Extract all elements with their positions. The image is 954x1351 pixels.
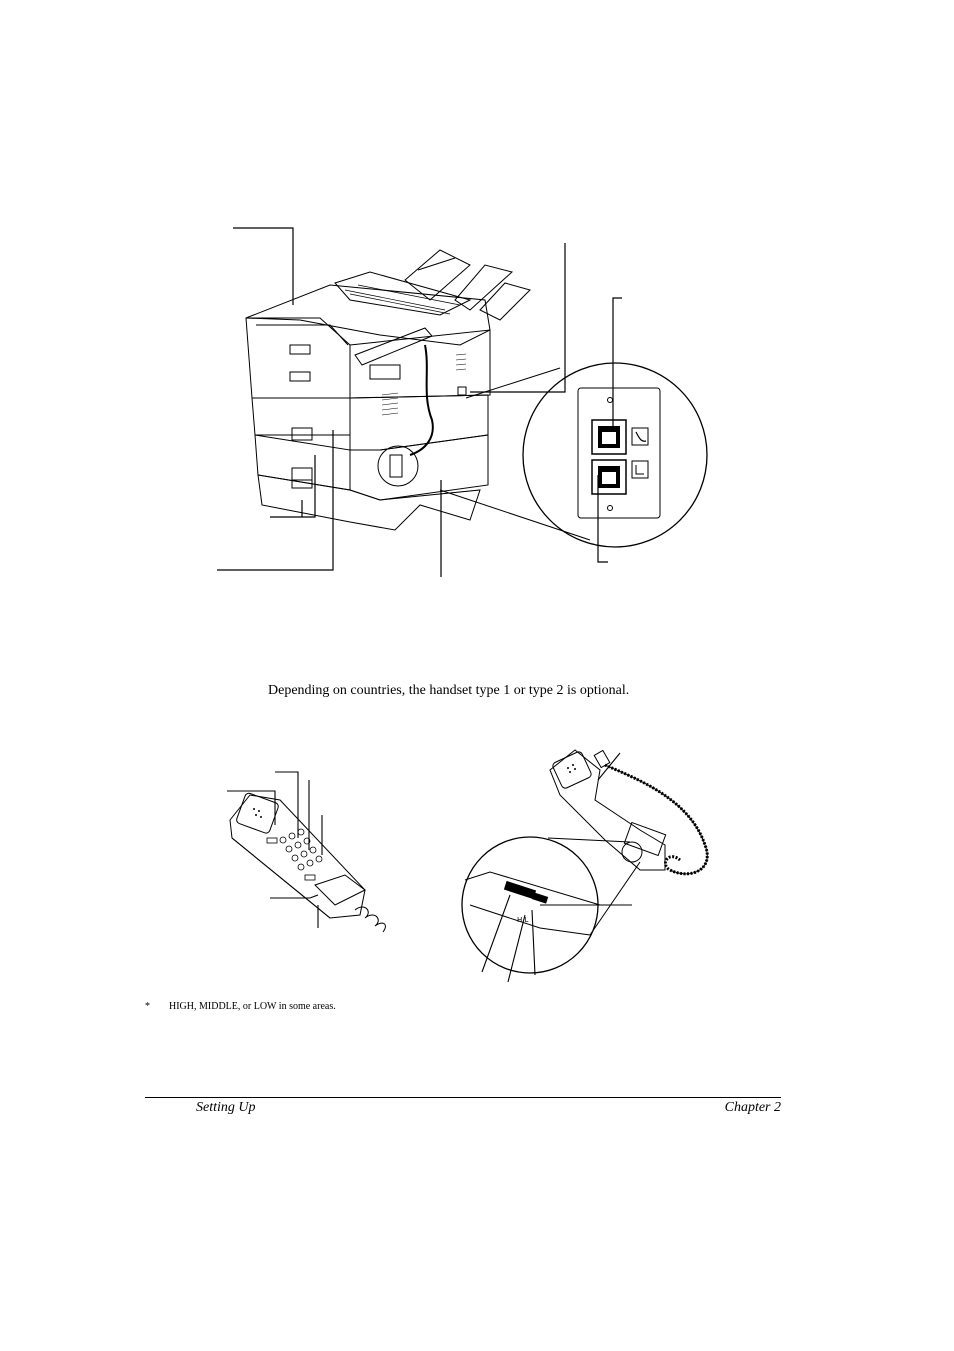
handset-icon [229,792,386,933]
output-tray [404,249,531,321]
footnote-text: HIGH, MIDDLE, or LOW in some areas. [169,1001,336,1012]
jack-detail-magnifier [377,362,708,548]
fax-body [245,271,491,531]
svg-text:H L: H L [517,916,528,924]
handset-caption: Depending on countries, the handset type… [268,683,630,698]
handset-jack-icon [591,419,649,455]
footer-section-title: Setting Up [196,1100,256,1115]
switch-detail-icon: H L [461,836,643,974]
footer-rule [145,1097,781,1098]
footnote-marker: * [145,1001,150,1012]
handset-icon [549,749,709,876]
line-jack-icon [591,459,649,495]
footer-chapter: Chapter 2 [724,1100,781,1115]
footnote: * HIGH, MIDDLE, or LOW in some areas. [145,1001,336,1012]
fax-leader-lines [217,227,622,577]
